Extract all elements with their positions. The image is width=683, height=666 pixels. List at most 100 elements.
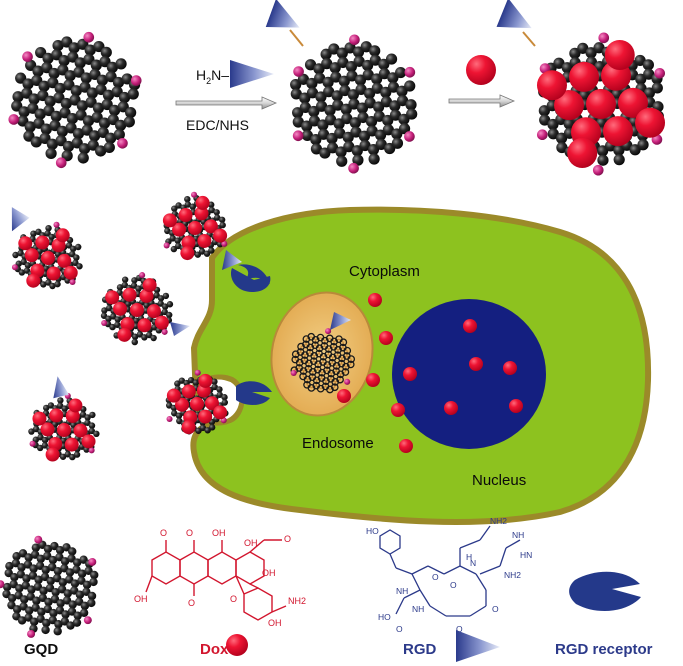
gqd-atoms (290, 41, 418, 167)
svg-text:O: O (188, 598, 195, 608)
gqd-carboxyl-group (194, 369, 201, 376)
gqd-carboxyl-group (101, 319, 108, 327)
nucleus-label: Nucleus (472, 472, 526, 489)
svg-text:O: O (456, 624, 463, 634)
rgd-structure-labels: HO O NH NH2 NH HN NH2 N O H HO O NH O O (366, 516, 532, 634)
gqd-carboxyl-group (11, 264, 19, 271)
svg-text:N: N (470, 558, 476, 568)
gqd-external-5 (165, 369, 229, 435)
gqd-carboxyl-group (344, 378, 351, 385)
legend-dox-icon (226, 634, 248, 656)
loaded-dox (105, 278, 169, 342)
loaded-dox (32, 398, 96, 462)
nucleus (392, 299, 546, 449)
legend-gqd-label: GQD (24, 641, 58, 658)
gqd-carboxyl-group (27, 629, 36, 638)
dox-released (337, 293, 523, 453)
gqd-external-1 (11, 221, 83, 290)
svg-text:NH2: NH2 (504, 570, 521, 580)
loaded-dox (162, 195, 228, 261)
gqd-atoms (2, 540, 99, 636)
rgd-ligand-endosome (330, 312, 351, 330)
gqd-carboxyl-group (221, 240, 228, 247)
gqd-carboxyl-group (163, 242, 170, 249)
gqd-carboxyl-group (293, 66, 304, 77)
rgd-ligand-ext-2 (222, 250, 242, 270)
svg-text:O: O (284, 534, 291, 544)
gqd-carboxyl-group (536, 129, 548, 141)
gqd-carboxyl-group (404, 66, 416, 78)
gqd-carboxyl-group (117, 137, 128, 149)
gqd-carboxyl-group (348, 162, 359, 174)
gqd-carboxyl-group (83, 616, 92, 625)
gqd-carboxyl-group (292, 130, 304, 142)
svg-text:OH: OH (134, 594, 148, 604)
gqd-atoms (290, 332, 356, 394)
gqd-carboxyl-group (88, 557, 97, 566)
gqd-external-4 (28, 392, 100, 462)
svg-text:HN: HN (520, 550, 532, 560)
svg-text:HO: HO (366, 526, 379, 536)
svg-text:O: O (230, 594, 237, 604)
svg-text:O: O (186, 528, 193, 538)
svg-text:HO: HO (378, 612, 391, 622)
gqd-bare-top (8, 31, 142, 169)
gqd-carboxyl-group (83, 31, 95, 43)
rgd-ligand-ext-3 (170, 322, 190, 336)
gqd-carboxyl-group (592, 164, 604, 176)
svg-text:O: O (432, 572, 439, 582)
gqd-carboxyl-group (325, 328, 332, 335)
synthesis-arrow-2 (448, 94, 516, 108)
rgd-receptor-membrane-2 (236, 381, 272, 405)
svg-text:O: O (450, 580, 457, 590)
coupling-agent-label: EDC/NHS (186, 117, 249, 133)
rgd-ligand-ext-1 (11, 207, 30, 232)
gqd-external-3 (100, 272, 174, 346)
svg-text:NH: NH (412, 604, 424, 614)
gqd-external-2 (162, 191, 228, 261)
gqd-carboxyl-group (166, 415, 173, 423)
gqd-carboxyl-group (69, 278, 76, 286)
rgd-triangle-reagent (230, 60, 274, 88)
svg-text:OH: OH (268, 618, 282, 628)
loaded-dox (18, 228, 78, 288)
gqd-rgd-dox-top (536, 32, 666, 176)
gqd-in-endosome (290, 328, 356, 394)
svg-text:OH: OH (262, 568, 276, 578)
gqd-carboxyl-group (53, 221, 60, 228)
svg-text:O: O (160, 528, 167, 538)
gqd-carboxyl-group (161, 328, 168, 335)
svg-text:NH2: NH2 (288, 596, 306, 606)
svg-text:H: H (466, 552, 472, 562)
gqd-carboxyl-group (290, 369, 297, 377)
gqd-carboxyl-group (55, 157, 67, 169)
gqd-carboxyl-group (654, 67, 666, 79)
dox-structure-labels: O OH O O O OH O NH2 OH OH OH (134, 528, 306, 628)
gqd-carboxyl-group (349, 34, 360, 46)
gqd-rgd-top (290, 34, 418, 174)
endosome-label: Endosome (302, 435, 374, 452)
svg-text:OH: OH (212, 528, 226, 538)
reagent-amine-label: H2N– (196, 67, 229, 86)
gqd-carboxyl-group (22, 51, 33, 63)
gqd-carboxyl-group (0, 580, 5, 589)
legend-rgd-icon (456, 630, 500, 662)
legend-gqd-icon (0, 535, 99, 638)
gqd-carboxyl-group (130, 75, 142, 86)
dox-molecule-top (466, 55, 496, 85)
legend-dox-label: Dox (200, 641, 229, 658)
svg-text:NH2: NH2 (490, 516, 507, 526)
svg-text:NH: NH (512, 530, 524, 540)
rgd-receptor-membrane-1 (230, 264, 271, 292)
legend-rgd-receptor-icon (569, 571, 641, 612)
cytoplasm-label: Cytoplasm (349, 263, 420, 280)
synthesis-arrow-1 (175, 96, 278, 110)
rgd-ligand-top-2 (265, 0, 304, 47)
gqd-carboxyl-group (404, 131, 415, 142)
svg-text:NH: NH (396, 586, 408, 596)
gqd-carboxyl-group (8, 114, 20, 125)
gqd-carboxyl-group (139, 272, 146, 279)
loaded-dox (166, 373, 228, 435)
svg-text:O: O (492, 604, 499, 614)
